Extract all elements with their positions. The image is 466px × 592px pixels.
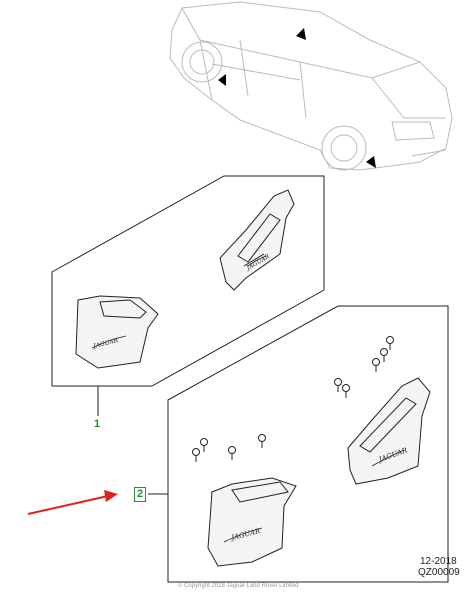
front-mud-flap-right bbox=[219, 189, 295, 291]
rear-mud-flap bbox=[347, 377, 431, 485]
illustration-code: QZ00009 bbox=[418, 567, 460, 578]
callout-pair-number[interactable]: 2 bbox=[134, 487, 147, 502]
front-mud-flap-left bbox=[75, 295, 159, 369]
pair-view-frame bbox=[167, 305, 449, 583]
illustration-date: 12-2018 bbox=[420, 556, 457, 567]
vehicle-illustration bbox=[169, 1, 453, 171]
mud-flap-location-markers bbox=[218, 28, 376, 168]
kit-view-frame bbox=[51, 175, 325, 387]
fastener-screws bbox=[192, 336, 394, 462]
red-pointer-arrow bbox=[27, 490, 118, 515]
callout-kit-number[interactable]: 1 bbox=[94, 418, 101, 430]
front-mud-flap bbox=[207, 477, 297, 567]
copyright-notice: © Copyright 2018 Jaguar Land Rover Limit… bbox=[178, 583, 299, 589]
